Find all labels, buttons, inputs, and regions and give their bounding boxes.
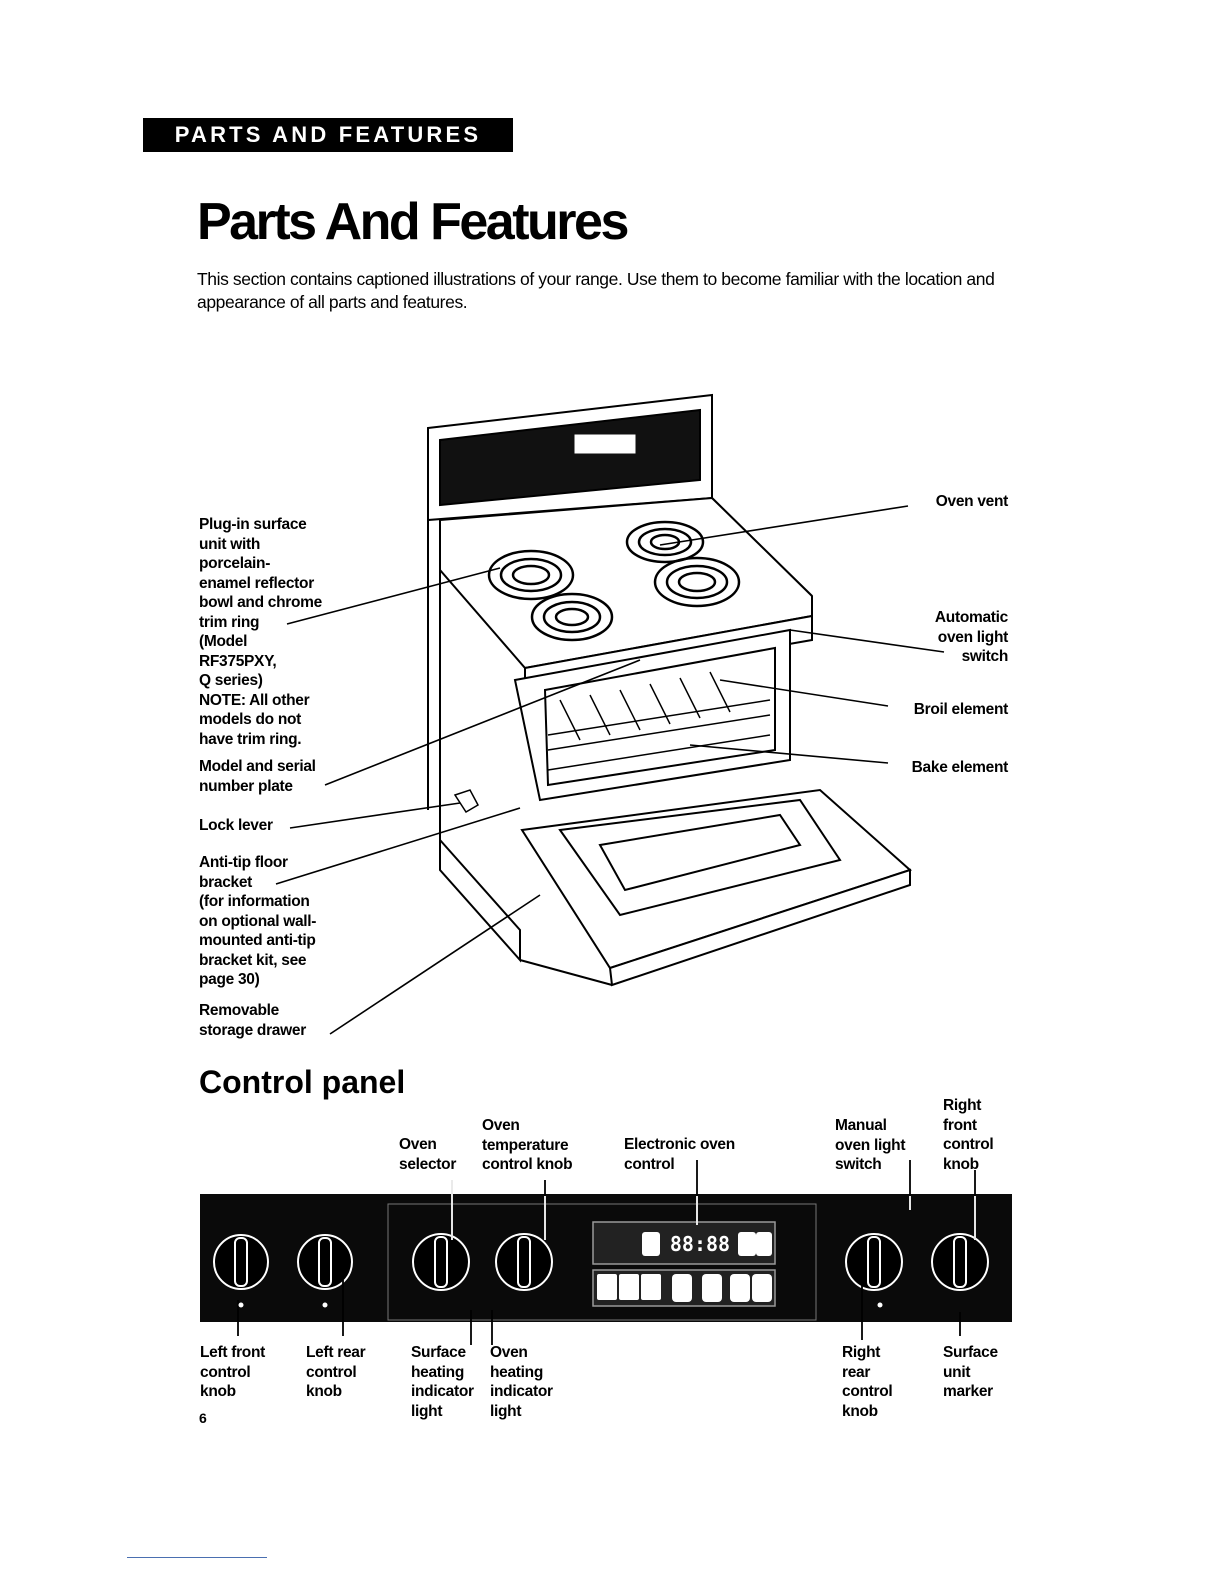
- display-digits: 88:88: [669, 1232, 731, 1256]
- page-number: 6: [199, 1410, 207, 1426]
- anti-tip-bracket-caption: Anti-tip floor bracket (for information …: [199, 854, 317, 988]
- surface-heating-indicator-caption: Surface heating indicator light: [411, 1344, 474, 1420]
- bake-element-caption: Bake element: [911, 759, 1009, 776]
- section-banner: PARTS AND FEATURES: [143, 118, 513, 152]
- right-front-knob-caption: Right front control knob: [943, 1097, 994, 1173]
- left-rear-knob-caption: Left rear control knob: [306, 1344, 366, 1400]
- surface-unit-marker-caption: Surface unit marker: [943, 1344, 998, 1400]
- plug-in-surface-unit-caption: Plug-in surface unit with porcelain- ena…: [199, 516, 322, 748]
- lock-lever-caption: Lock lever: [199, 817, 273, 834]
- electronic-oven-control-caption: Electronic oven control: [624, 1136, 735, 1173]
- broil-element-caption: Broil element: [913, 701, 1009, 718]
- oven-temperature-caption: Oven temperature control knob: [482, 1117, 573, 1173]
- control-panel-heading: Control panel: [199, 1064, 406, 1100]
- footer-rule: [127, 1557, 267, 1558]
- oven-vent-caption: Oven vent: [935, 493, 1009, 510]
- oven-selector-caption: Oven selector: [399, 1136, 457, 1173]
- knob-icon: [213, 1233, 989, 1291]
- left-front-knob-caption: Left front control knob: [200, 1344, 266, 1400]
- oven-heating-indicator-caption: Oven heating indicator light: [490, 1344, 553, 1420]
- intro-paragraph: This section contains captioned illustra…: [197, 269, 995, 312]
- manual-oven-light-caption: Manual oven light switch: [835, 1117, 906, 1173]
- storage-drawer-caption: Removable storage drawer: [199, 1002, 306, 1039]
- right-rear-knob-caption: Right rear control knob: [842, 1344, 893, 1420]
- model-serial-plate-caption: Model and serial number plate: [199, 758, 316, 795]
- page-title: Parts And Features: [197, 193, 629, 251]
- automatic-oven-light-caption: Automatic oven light switch: [934, 609, 1008, 665]
